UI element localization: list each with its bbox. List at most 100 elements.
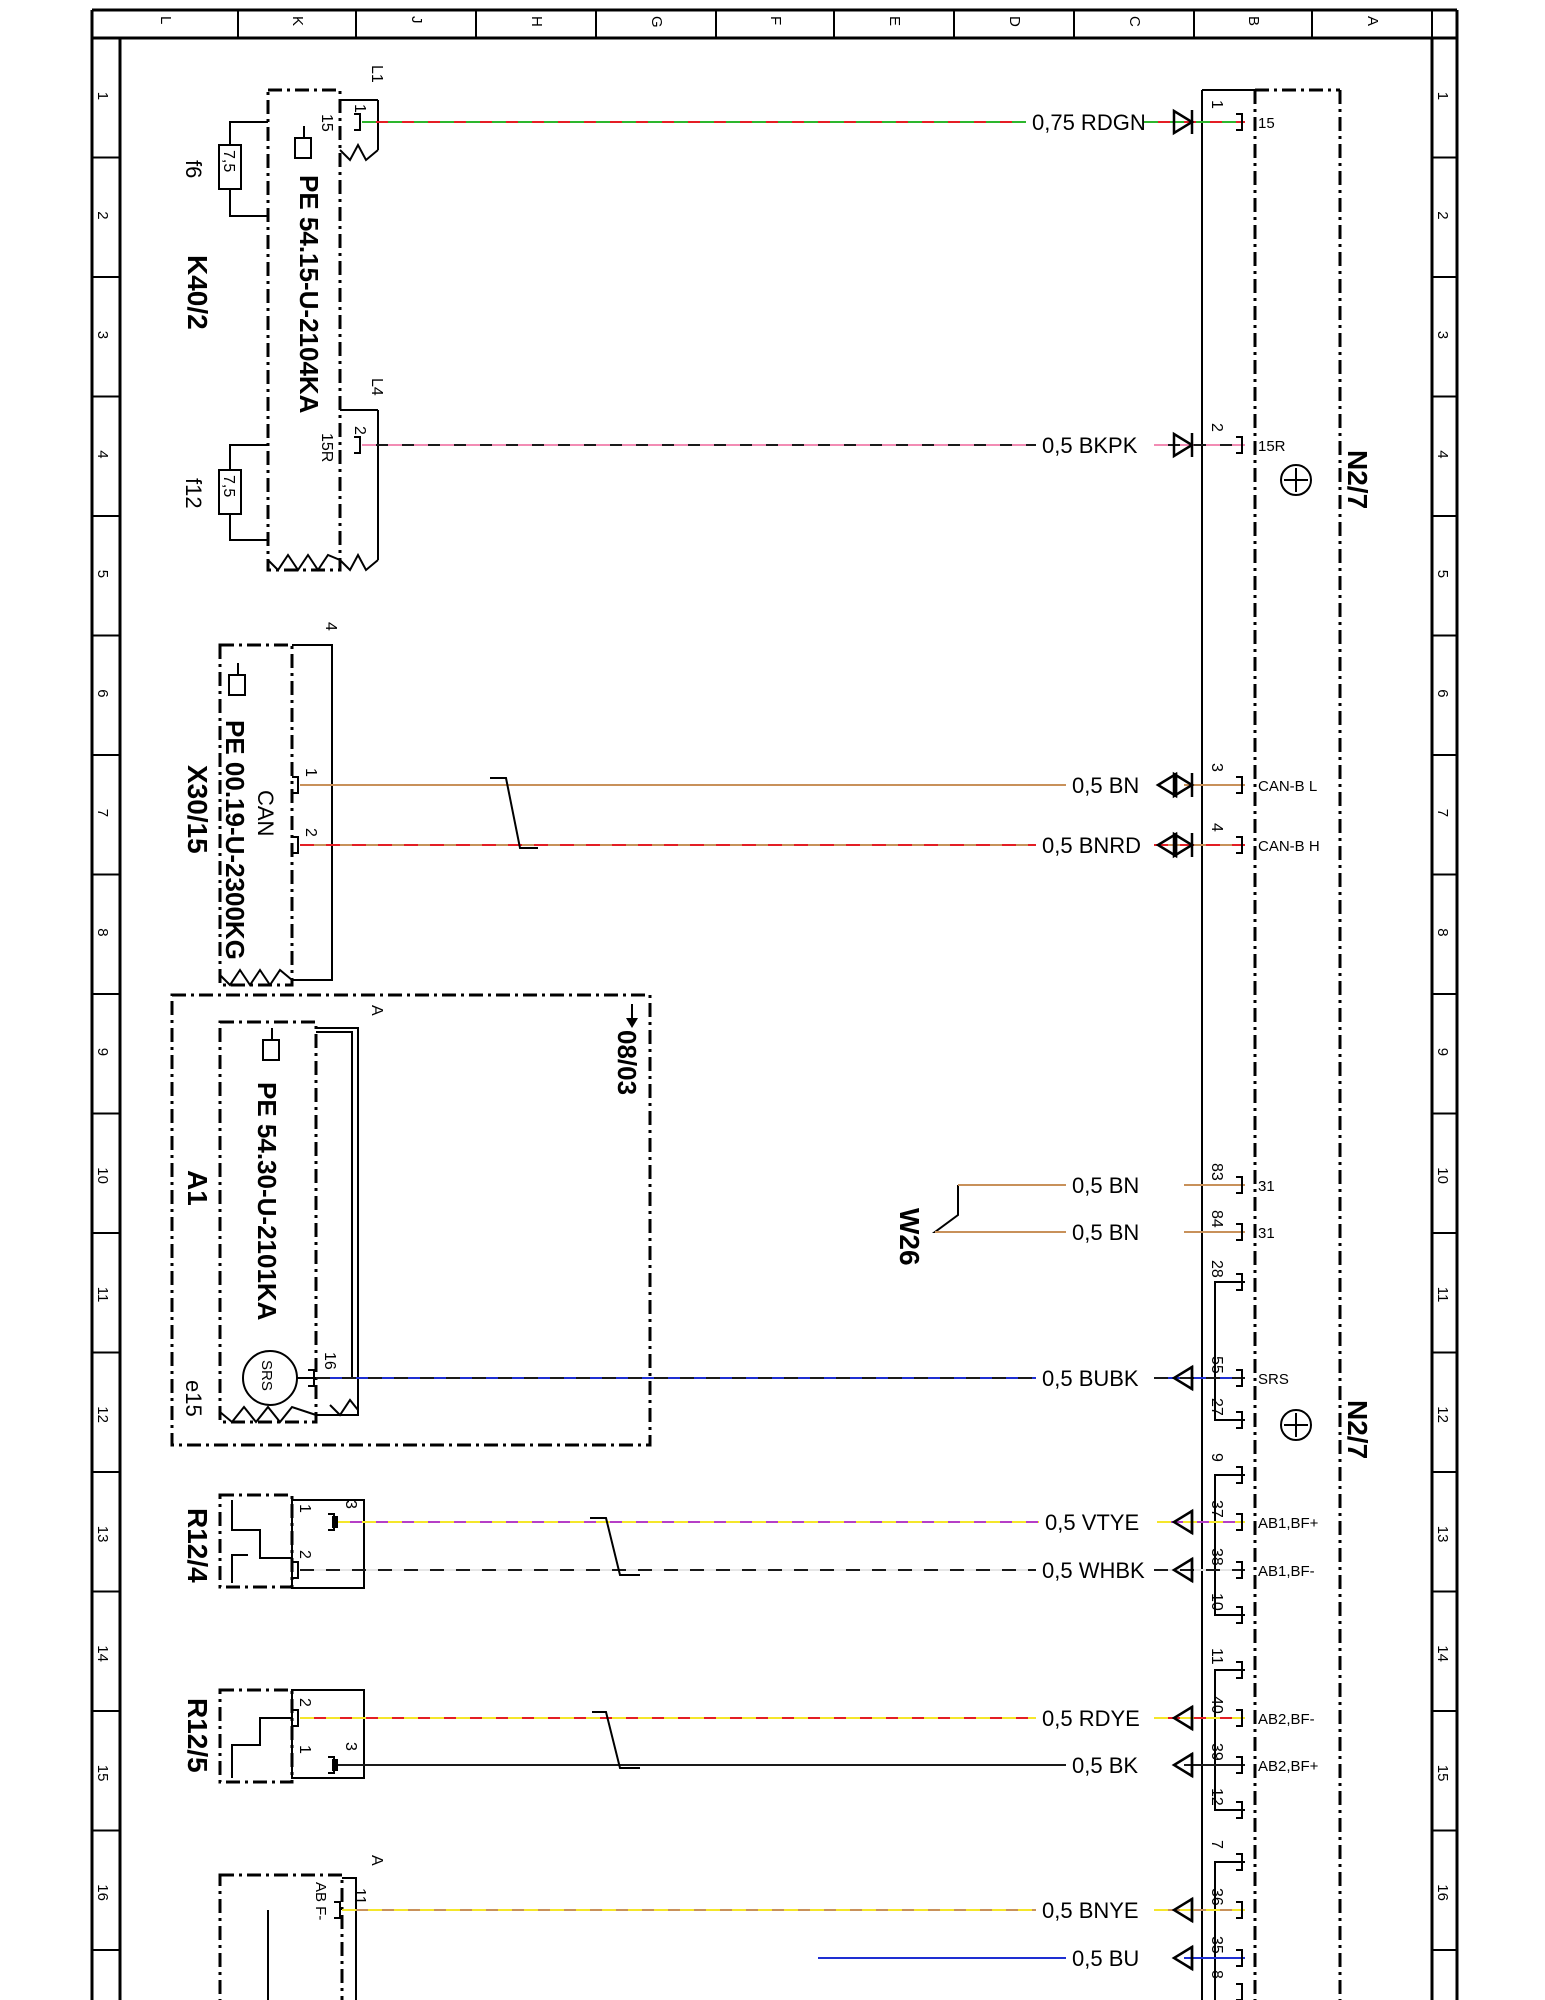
grid-column-label: J: [408, 16, 425, 24]
pin-socket-icon: [1236, 1901, 1243, 1919]
connector-arrow-icon: [1172, 108, 1195, 136]
grid-column-label: D: [1006, 16, 1023, 27]
pin-socket-icon: [1236, 1223, 1243, 1241]
grid-column-label: F: [767, 16, 784, 25]
pin-socket-icon: [292, 836, 299, 854]
e15-label: e15: [181, 1380, 206, 1417]
right-signal-name: 31: [1258, 1225, 1275, 1242]
right-pin-number: 84: [1208, 1210, 1225, 1228]
wire-label: 0,5 BN: [1072, 1220, 1139, 1245]
pin-socket-icon: [1236, 1983, 1243, 2000]
grid-row-label: 1: [94, 92, 111, 100]
grid-row-label: 11: [1434, 1287, 1451, 1303]
wire-w6: 0,5 BN 84 31: [935, 1210, 1275, 1245]
grid-row-label: 7: [94, 809, 111, 817]
bridge-pin-number: 9: [1208, 1453, 1225, 1462]
pin-socket-icon: [1236, 1411, 1243, 1429]
grid-row-label: 9: [94, 1048, 111, 1056]
grid-row-label: 13: [94, 1526, 111, 1543]
right-signal-name: AB2,BF-: [1258, 1711, 1315, 1728]
right-signal-name: CAN-B H: [1258, 838, 1320, 855]
r12-4-label: R12/4: [182, 1508, 213, 1583]
pin-socket-icon: [1236, 776, 1243, 794]
left-signal-name: 15R: [318, 433, 335, 462]
pin-socket-icon: [292, 776, 299, 794]
right-signal-name: 15R: [1258, 438, 1286, 455]
grid-row-label: 10: [94, 1167, 111, 1184]
r12-5-airbag-squib: R12/5: [182, 1688, 365, 1784]
right-signal-name: AB1,BF+: [1258, 1515, 1319, 1532]
hand-pointer-icon: [294, 126, 312, 159]
right-pin-number: 39: [1208, 1743, 1225, 1761]
wire-label: 0,5 BN: [1072, 773, 1139, 798]
right-pin-number: 37: [1208, 1500, 1225, 1518]
pin-socket-icon: [1236, 1709, 1243, 1727]
bridge-pin-number: 7: [1208, 1840, 1225, 1849]
pin-socket-icon: [308, 1369, 315, 1387]
wire-label: 0,5 VTYE: [1045, 1510, 1139, 1535]
left-pin-number: 2: [296, 1698, 313, 1707]
pin-socket-icon: [1236, 1369, 1243, 1387]
n2-7-label-top: N2/7: [1342, 450, 1373, 509]
grid-row-label: 14: [1434, 1645, 1451, 1662]
k40-2-label: K40/2: [182, 255, 213, 330]
right-pin-number: 3: [1208, 763, 1225, 772]
a1-pe-reference: PE 54.30-U-2101KA: [252, 1082, 282, 1321]
pin-socket-icon: [1236, 1756, 1243, 1774]
grid-column-label: L: [157, 16, 174, 24]
grid-column-label: E: [886, 16, 903, 26]
grid-row-label: 4: [1434, 450, 1451, 458]
twisted-pair-markers: [490, 777, 640, 1769]
a1-instrument-cluster: A PE 54.30-U-2101KA A1 08/03 SRS e15: [170, 993, 652, 1447]
pin-socket-icon: [1236, 1466, 1243, 1484]
left-pin-number: 1: [296, 1504, 313, 1513]
left-pin-number: 2: [296, 1550, 313, 1559]
grid-row-label: 2: [94, 211, 111, 219]
bridge-pin-number: 11: [1208, 1648, 1225, 1665]
grid-column-label: K: [289, 16, 306, 26]
pin-socket-icon: [334, 1901, 341, 1919]
wire-label: 0,5 BNRD: [1042, 833, 1141, 858]
left-pin-number-secondary: 3: [342, 1500, 359, 1509]
left-pin-number: 1: [296, 1745, 313, 1754]
srs-lamp-label: SRS: [258, 1360, 275, 1391]
grid-row-label: 9: [1434, 1048, 1451, 1056]
pin-socket-icon: [1236, 1853, 1243, 1871]
fuse-f12-value: 7,5: [220, 475, 237, 497]
grid-row-label: 6: [94, 689, 111, 697]
bridge-pin-number: 8: [1208, 1970, 1225, 1979]
pin-socket-icon: [1236, 1513, 1243, 1531]
connector-arrow-icon: [1172, 831, 1195, 859]
x30-15-connector: 4 CAN PE 00.19-U-2300KG X30/15: [182, 622, 339, 987]
pin-socket-icon: [292, 1709, 299, 1727]
a1-ref: A: [368, 1005, 385, 1016]
left-pin-number: 1: [351, 104, 368, 113]
shield-contact-icon: [332, 1516, 338, 1528]
bridge-pin-number: 27: [1208, 1398, 1225, 1416]
k40-2-fuse-box: L1 L4 PE 54.15-U-2104KA K40/2 7,5 f6 7,5…: [181, 65, 385, 572]
pin-socket-icon: [354, 436, 361, 454]
grid-row-label: 2: [1434, 211, 1451, 219]
grid-column-label: C: [1126, 16, 1143, 27]
hand-pointer-icon: [228, 663, 246, 696]
grid-column-label: G: [648, 16, 665, 28]
right-signal-name: CAN-B L: [1258, 778, 1317, 795]
pin-socket-icon: [1236, 836, 1243, 854]
connector-arrow-icon: [1172, 431, 1195, 459]
pin-socket-icon: [1236, 436, 1243, 454]
right-pin-number: 35: [1208, 1936, 1225, 1954]
fuse-f6-label: f6: [181, 160, 206, 178]
n2-7-control-unit: N2/7 N2/7: [1201, 88, 1373, 2000]
pin-socket-icon: [1236, 113, 1243, 131]
right-pin-number: 83: [1208, 1163, 1225, 1181]
grid-row-label: 5: [94, 570, 111, 578]
